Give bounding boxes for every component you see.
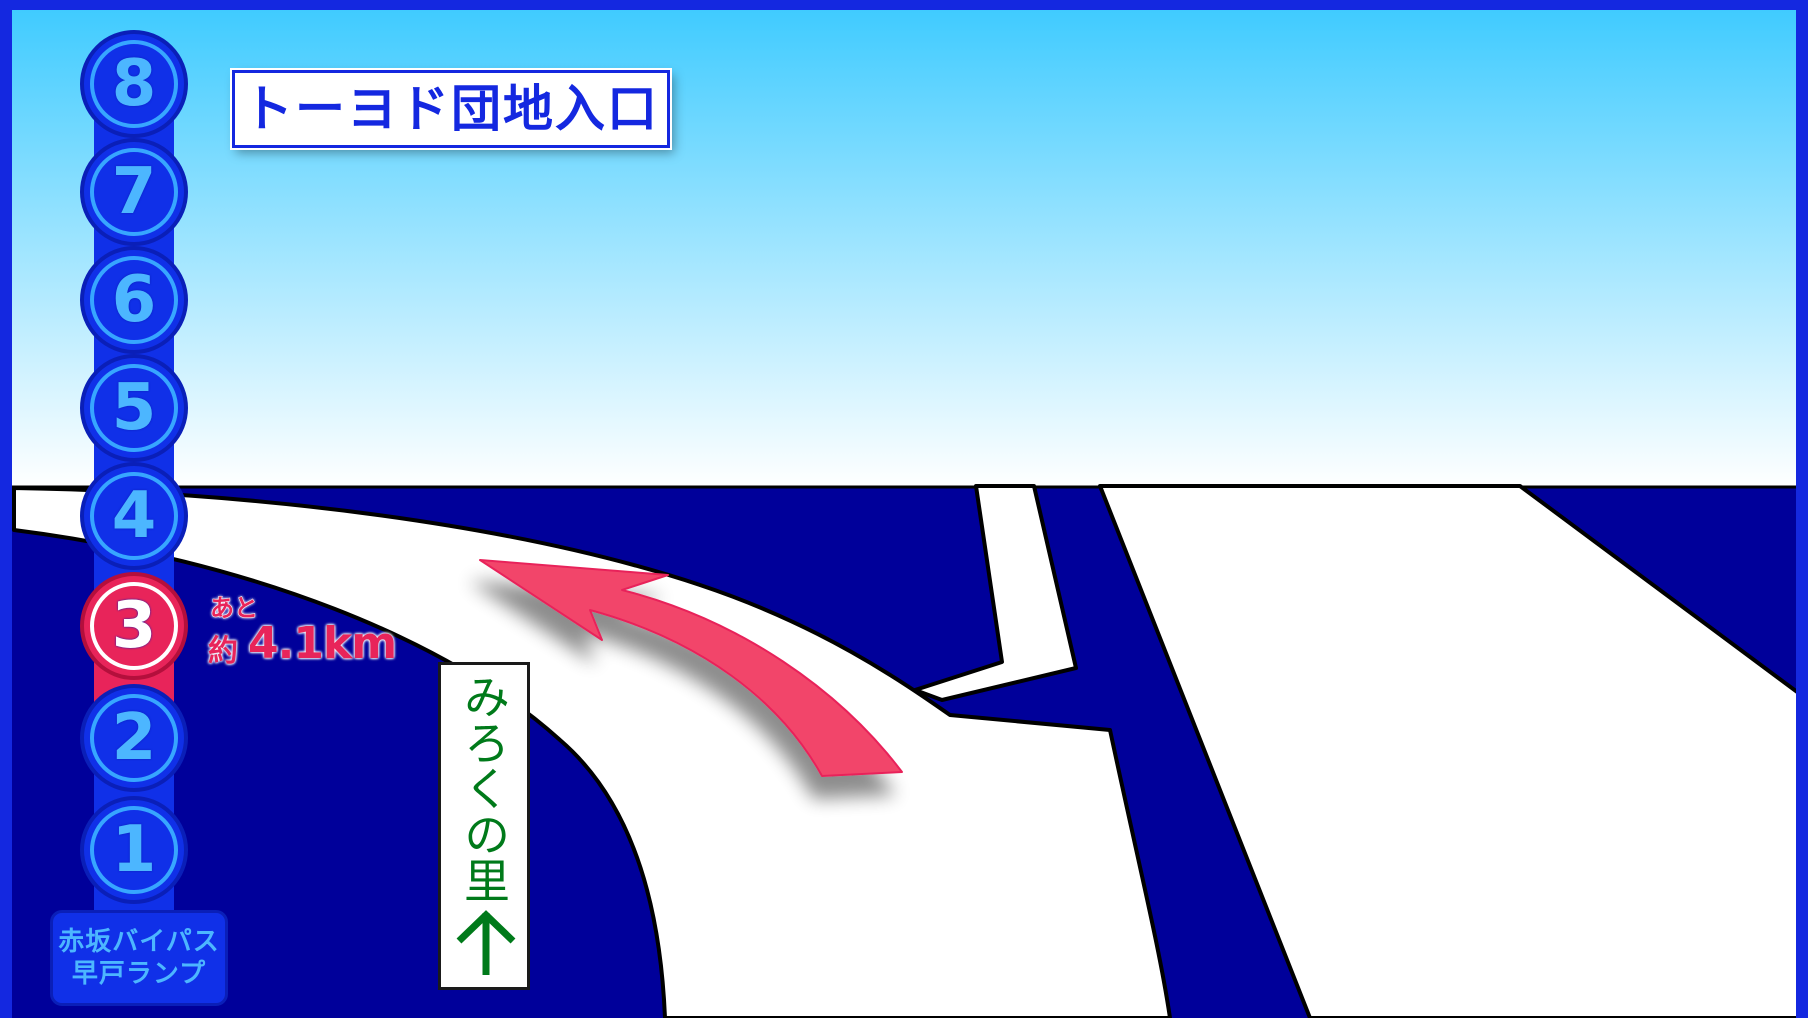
terminal-label-line2: 早戸ランプ <box>71 959 207 989</box>
station-marker-5: 5 <box>80 354 188 462</box>
exit-ramp-road <box>12 486 1172 1018</box>
station-number: 6 <box>90 256 178 344</box>
destination-name: トーヨド団地入口 <box>243 80 659 138</box>
destination-sign: トーヨド団地入口 <box>230 68 672 150</box>
connector-road <box>913 484 1078 702</box>
side-sign-text: みろくの里 <box>457 673 511 903</box>
station-number: 4 <box>90 472 178 560</box>
station-marker-3-current: 3 <box>80 572 188 680</box>
terminal-label-line1: 赤坂バイパス <box>58 927 220 957</box>
station-marker-8: 8 <box>80 30 188 138</box>
remaining-prefix: 約 <box>208 634 238 669</box>
station-marker-4: 4 <box>80 462 188 570</box>
terminal-label: 赤坂バイパス 早戸ランプ <box>50 910 228 1006</box>
up-arrow-icon <box>456 910 516 975</box>
station-number: 3 <box>90 582 178 670</box>
station-number: 7 <box>90 148 178 236</box>
station-number: 1 <box>90 806 178 894</box>
remaining-distance: あと 約 4.1km <box>208 588 408 678</box>
direction-side-sign: みろくの里 <box>438 662 530 990</box>
station-number: 5 <box>90 364 178 452</box>
station-number: 8 <box>90 40 178 128</box>
station-marker-6: 6 <box>80 246 188 354</box>
station-marker-7: 7 <box>80 138 188 246</box>
station-marker-1: 1 <box>80 796 188 904</box>
station-number: 2 <box>90 694 178 782</box>
remaining-distance-value: 4.1km <box>248 618 397 669</box>
station-marker-2: 2 <box>80 684 188 792</box>
route-arrow <box>479 559 903 777</box>
remaining-prefix-small: あと <box>210 594 259 623</box>
main-road <box>1098 484 1808 1018</box>
route-station-strip: 8 7 6 5 4 3 2 1 <box>80 30 188 990</box>
